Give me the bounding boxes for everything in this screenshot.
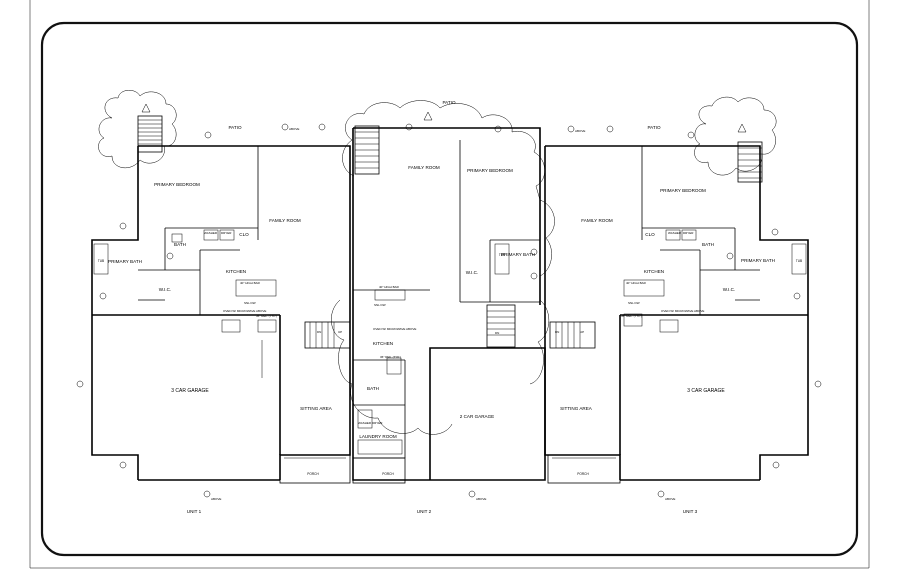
u1-up-note: UP <box>338 330 342 334</box>
u1-patio-label: PATIO <box>228 125 242 130</box>
u2-oven-note: OVEN W/ MICROWAVE ABOVE <box>373 327 416 331</box>
u1-primary-bedroom-label: PRIMARY BEDROOM <box>154 182 200 187</box>
tree-left <box>98 90 177 168</box>
u1-primary-bath-label: PRIMARY BATH <box>108 259 142 264</box>
u2-ref-note: 36" REF. (TYP.) <box>380 355 401 359</box>
unit-3-plan <box>544 141 809 484</box>
u2-dryer-note: DRYER <box>372 421 383 425</box>
u1-bar-note: 40" HIGH BAR <box>240 281 261 285</box>
u3-kitchen-label: KITCHEN <box>644 269 664 274</box>
u3-ref-note: 36" REF. (TYP.) <box>621 314 642 318</box>
u3-bath-label: BATH <box>702 242 714 247</box>
u3-oven-note: OVEN W/ MICROWAVE ABOVE <box>661 309 704 313</box>
u2-sink-note: SNL DW <box>374 303 386 307</box>
u1-wic-label: W.I.C. <box>159 287 172 292</box>
u3-primary-bedroom-label: PRIMARY BEDROOM <box>660 188 706 193</box>
u2-tub-label: TUB <box>499 253 505 257</box>
u3-porch-label: PORCH <box>577 472 589 476</box>
unit-1-plan <box>91 115 351 484</box>
u2-wic-label: W.I.C. <box>466 270 479 275</box>
u2-laundry-label: LAUNDRY ROOM <box>359 434 397 439</box>
u3-dn-note: DN <box>555 330 559 334</box>
u3-bar-note: 40" HIGH BAR <box>626 281 647 285</box>
u2-kitchen-label: KITCHEN <box>373 341 393 346</box>
u3-wic-label: W.I.C. <box>723 287 736 292</box>
u2-bar-note: 40" HIGH BAR <box>379 285 400 289</box>
u1-washer-note: WASHER <box>204 231 218 235</box>
u3-garage-label: 3 CAR GARAGE <box>687 388 725 394</box>
u3-family-room-label: FAMILY ROOM <box>581 218 613 223</box>
u2-family-room-label: FAMILY ROOM <box>408 165 440 170</box>
u2-porch-label: PORCH <box>382 472 394 476</box>
u1-sink-note: SNL DW <box>244 301 256 305</box>
u3-primary-bath-label: PRIMARY BATH <box>741 258 775 263</box>
unit-3-label: UNIT 3 <box>683 509 698 514</box>
u1-garage-label: 3 CAR GARAGE <box>171 388 209 394</box>
u1-oven-note: OVEN W/ MICROWAVE ABOVE <box>223 309 266 313</box>
u3-bottom-above-note: ABOVE <box>665 497 675 501</box>
u2-washer-note: WASHER <box>358 421 372 425</box>
u2-bottom-above-note: ABOVE <box>476 497 486 501</box>
drawing-frame <box>40 21 859 557</box>
u3-patio-label: PATIO <box>647 125 661 130</box>
u1-ref-note: 36" REF. (TYP.) <box>256 314 277 318</box>
u3-above-note: ABOVE <box>575 129 585 133</box>
u3-sitting-label: SITTING AREA <box>560 406 593 411</box>
tree-right <box>694 96 777 176</box>
section-tags <box>76 103 822 498</box>
u1-sitting-label: SITTING AREA <box>300 406 333 411</box>
unit-1-label: UNIT 1 <box>187 509 202 514</box>
u2-patio-label: PATIO <box>442 100 456 105</box>
u2-bath-label: BATH <box>367 386 379 391</box>
u3-sink-note: SNL DW <box>628 301 640 305</box>
u3-dryer-note: DRYER <box>683 231 694 235</box>
u3-tub-label: TUB <box>796 259 802 263</box>
u1-clo-label: CLO <box>239 232 249 237</box>
u1-bottom-above-note: ABOVE <box>211 497 221 501</box>
u2-primary-bedroom-label: PRIMARY BEDROOM <box>467 168 513 173</box>
u1-above-note: ABOVE <box>289 127 299 131</box>
u2-primary-bath-label: PRIMARY BATH <box>501 252 535 257</box>
u1-bath-label: BATH <box>174 242 186 247</box>
unit-2-plan <box>352 125 546 484</box>
u2-dn-note: DN <box>495 331 499 335</box>
u3-washer-note: WASHER <box>668 231 682 235</box>
u2-garage-label: 2 CAR GARAGE <box>460 414 494 419</box>
u3-up-note: UP <box>580 330 584 334</box>
u1-dn-note: DN <box>317 330 321 334</box>
tree-center <box>331 100 555 435</box>
unit-2-label: UNIT 2 <box>417 509 432 514</box>
u1-kitchen-label: KITCHEN <box>226 269 246 274</box>
u1-family-room-label: FAMILY ROOM <box>269 218 301 223</box>
u1-porch-label: PORCH <box>307 472 319 476</box>
u3-clo-label: CLO <box>645 232 655 237</box>
u1-dryer-note: DRYER <box>221 231 232 235</box>
u1-tub-label: TUB <box>98 259 104 263</box>
